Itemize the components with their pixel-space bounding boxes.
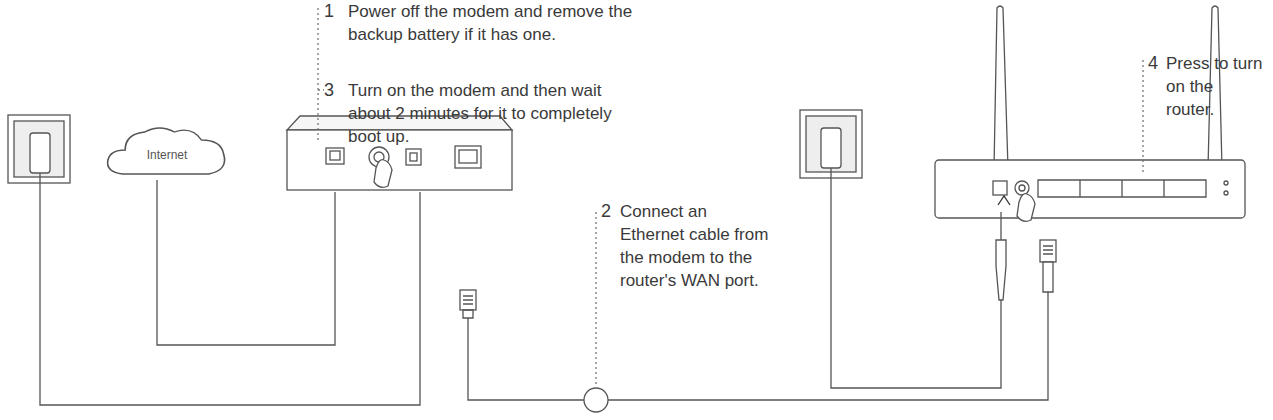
router — [935, 160, 1245, 218]
leader-line — [318, 8, 1143, 386]
callout-text: Connect an Ethernet cable from the modem… — [620, 200, 770, 292]
ethernet-plug — [460, 290, 476, 318]
cable-marker — [584, 388, 608, 412]
wall-socket — [8, 115, 70, 183]
antenna — [994, 6, 1008, 168]
callout-number: 1 — [324, 0, 334, 23]
text-wrap: Internet — [103, 122, 231, 162]
phone-line — [157, 180, 335, 345]
node-label: Internet — [103, 148, 231, 162]
callout-text: Press to turn on the router. — [1166, 52, 1266, 121]
callout-text: Turn on the modem and then wait about 2 … — [348, 79, 648, 148]
power-plug — [996, 212, 1006, 300]
cloud-node: Internet — [103, 122, 231, 180]
hand-icon — [1017, 194, 1035, 222]
ethernet-cable — [468, 292, 1048, 400]
callout-number: 4 — [1148, 52, 1158, 75]
ethernet-plug — [1040, 240, 1056, 292]
hand-icon — [374, 160, 392, 188]
power-cord — [40, 173, 420, 405]
callout-number: 3 — [324, 79, 334, 102]
wall-socket — [800, 110, 862, 178]
callout-text: Power off the modem and remove the backu… — [348, 0, 683, 46]
callout-number: 2 — [601, 200, 611, 223]
